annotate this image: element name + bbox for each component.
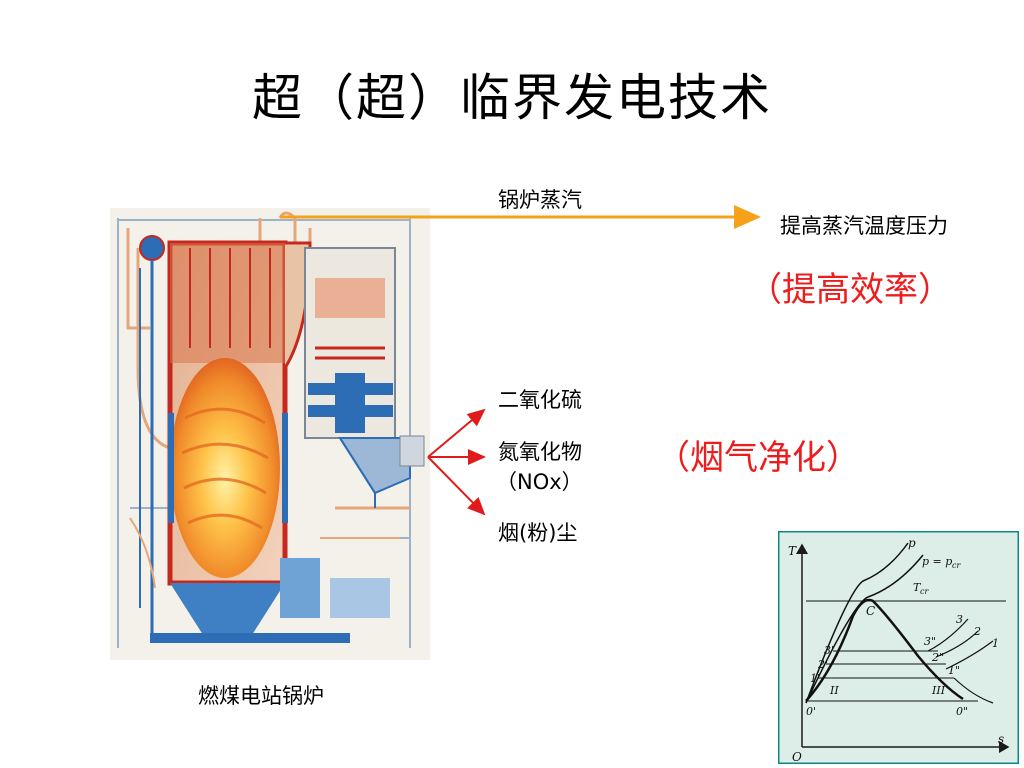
ts-region-III: III <box>931 684 946 697</box>
flue-arrow-dust <box>427 456 486 516</box>
ts-tcr: T <box>913 581 922 594</box>
ts-pt-2pp: 2" <box>931 651 944 664</box>
ts-phase-diagram: T s O p p = p cr T cr C 3 2 1 3' 2' 1' 3… <box>778 531 1019 764</box>
ts-curve-pcr: p = p <box>922 555 952 568</box>
label-flue-gas: （烟气净化） <box>656 438 860 478</box>
label-so2: 二氧化硫 <box>498 388 582 412</box>
label-nox: 氮氧化物 <box>498 440 582 464</box>
ts-axis-T: T <box>788 544 797 558</box>
ts-curve-p: p <box>908 536 916 550</box>
ts-pt-1: 1 <box>992 637 999 650</box>
ts-critical-C: C <box>866 604 875 618</box>
label-dust: 烟(粉)尘 <box>498 521 578 545</box>
ts-tcr-sub: cr <box>920 587 929 596</box>
label-raise-steam: 提高蒸汽温度压力 <box>780 214 948 238</box>
ts-pt-1pp: 1" <box>948 664 960 677</box>
ts-origin: O <box>792 750 802 764</box>
ts-pt-3p: 3' <box>824 644 834 657</box>
label-nox-abbr: （NOx） <box>496 470 583 494</box>
label-efficiency: （提高效率） <box>748 270 952 310</box>
boiler-caption: 燃煤电站锅炉 <box>198 684 324 708</box>
ts-axis-s: s <box>998 732 1004 746</box>
slide-title: 超（超）临界发电技术 <box>252 69 772 127</box>
ts-pt-0p: 0' <box>806 705 816 718</box>
ts-pt-2p: 2' <box>817 658 828 671</box>
ts-pt-0pp: 0" <box>956 705 968 718</box>
ts-pt-1p: 1' <box>810 672 820 685</box>
ts-pt-2: 2 <box>973 625 981 638</box>
ts-region-II: II <box>829 684 839 697</box>
flue-arrow-so2 <box>427 408 486 458</box>
label-boiler-steam: 锅炉蒸汽 <box>498 188 582 212</box>
ts-pt-3pp: 3" <box>924 635 936 648</box>
ts-curve-pcr-sub: cr <box>952 561 961 570</box>
coal-boiler-illustration <box>110 208 430 660</box>
ts-pt-3: 3 <box>956 613 963 626</box>
